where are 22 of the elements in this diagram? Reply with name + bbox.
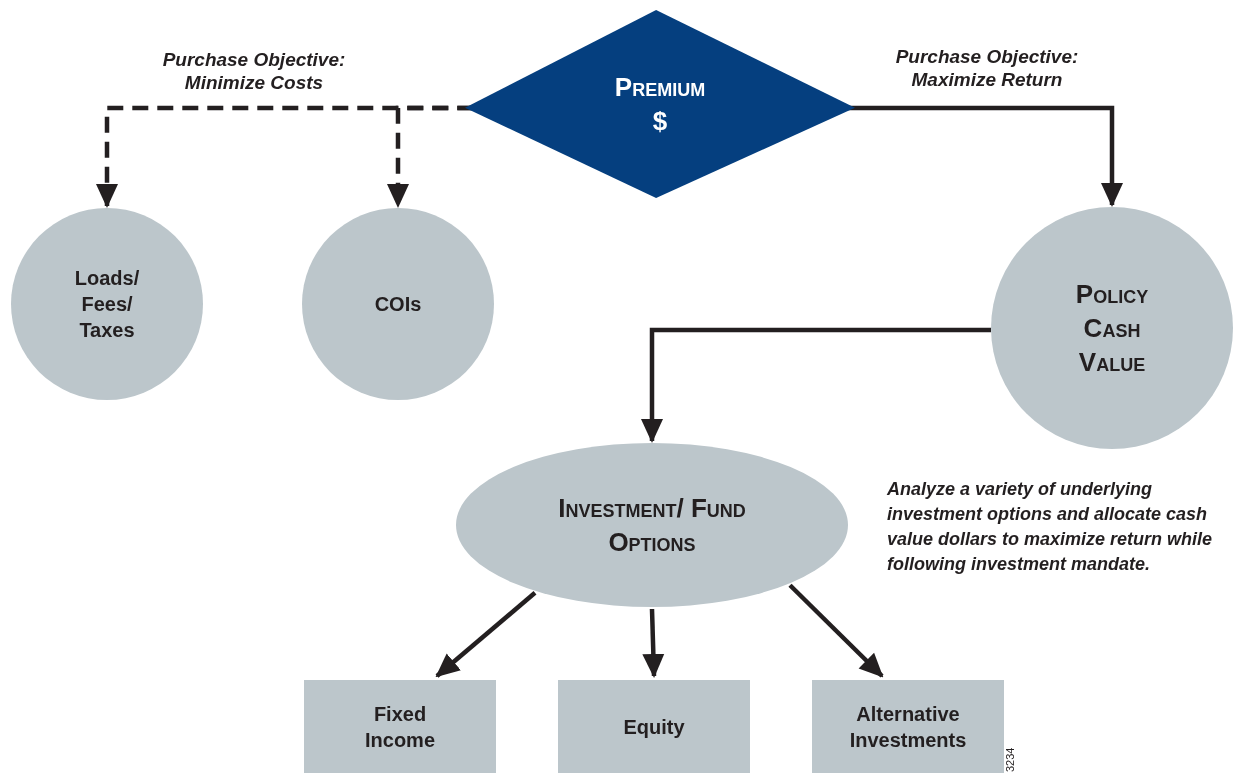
arrow — [641, 327, 991, 443]
node-label: Fixed Income — [364, 701, 436, 753]
node-label: Policy Cash Value — [1074, 278, 1150, 379]
circle-node — [991, 207, 1233, 449]
arrow — [788, 583, 884, 678]
arrow — [435, 591, 537, 678]
note-text: Analyze a variety of underlying investment options and allocate cash value dollars to maximize return while following investment mandate. — [887, 478, 1214, 576]
circle-node — [11, 208, 203, 400]
node-label: $ — [652, 105, 668, 138]
process-box — [304, 680, 496, 773]
node-label: Investment/ Fund Options — [557, 492, 747, 559]
circle-node — [302, 208, 494, 400]
node-label: COIs — [374, 292, 422, 317]
node-label: Alternative Investments — [848, 701, 968, 753]
node-label: Premium — [614, 71, 706, 104]
node-label: Equity — [623, 714, 685, 740]
arrow — [642, 608, 665, 678]
process-box — [812, 680, 1004, 773]
ellipse-node — [456, 443, 848, 607]
node-label: Loads/ Fees/ Taxes — [73, 266, 141, 343]
process-box — [558, 680, 750, 773]
decision-diamond — [465, 10, 855, 198]
